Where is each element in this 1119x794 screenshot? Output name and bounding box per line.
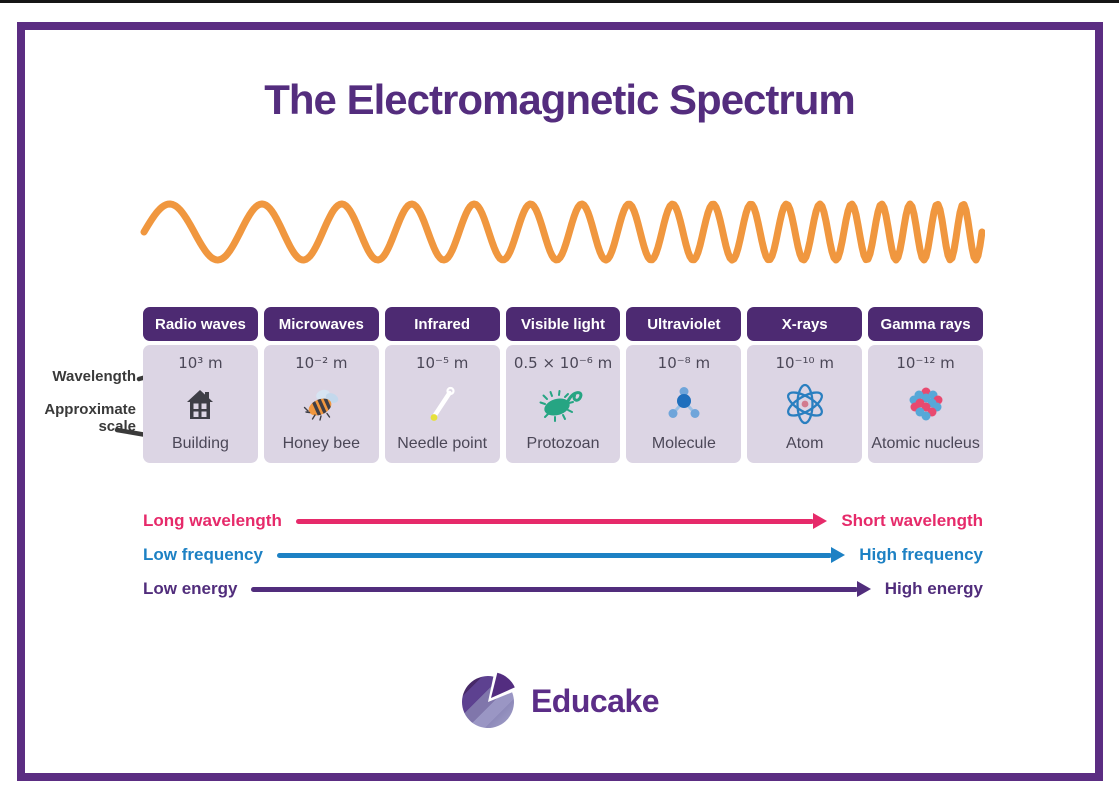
page-top-edge	[0, 0, 1119, 3]
band-scale: Atom	[786, 435, 824, 452]
band-body: 10⁻² m	[263, 345, 379, 463]
band-body: 10⁻¹² m	[868, 345, 984, 463]
band-radio-waves: Radio waves 10³ m Building	[143, 307, 258, 463]
protozoan-icon	[539, 389, 583, 422]
band-body: 10⁻⁸ m Molecule	[626, 345, 742, 463]
band-gamma-rays: Gamma rays 10⁻¹² m	[868, 307, 984, 463]
em-wave-path	[140, 200, 986, 264]
band-icon-slot	[424, 380, 460, 428]
band-header: X-rays	[747, 307, 863, 341]
band-scale: Molecule	[651, 435, 716, 452]
band-wavelength: 10⁻¹² m	[896, 354, 955, 372]
high-frequency-label: High frequency	[859, 545, 983, 564]
band-body: 10³ m Building	[143, 345, 258, 463]
band-name: Radio waves	[154, 315, 246, 333]
band-name: Microwaves	[278, 315, 364, 333]
educake-logo-text: Educake	[530, 682, 660, 719]
short-wavelength-label: Short wavelength	[841, 511, 983, 530]
low-energy-label: Low energy	[143, 579, 238, 598]
band-icon-slot	[782, 380, 828, 428]
band-visible-light: Visible light 0.5 × 10⁻⁶ m Protozoan	[505, 307, 621, 463]
band-scale: Protozoan	[526, 435, 600, 452]
band-icon-slot	[906, 380, 946, 428]
band-header: Gamma rays	[868, 307, 984, 341]
arrow-row-energy: Low energy High energy	[143, 579, 983, 599]
band-name: Infrared	[414, 315, 471, 333]
low-frequency-label: Low frequency	[143, 545, 263, 564]
band-wavelength: 10⁻² m	[295, 354, 348, 372]
poster-border	[17, 22, 1103, 781]
band-body: 10⁻¹⁰ m Atom	[747, 345, 863, 463]
band-scale: Needle point	[397, 435, 488, 452]
band-scale: Honey bee	[282, 435, 360, 452]
band-body: 0.5 × 10⁻⁶ m Protozoan	[505, 345, 621, 463]
band-name: X-rays	[781, 315, 828, 333]
band-name: Ultraviolet	[647, 315, 721, 333]
band-header: Visible light	[505, 307, 621, 341]
approximate-scale-annotation: Approximate scale	[28, 401, 136, 435]
high-energy-label: High energy	[884, 579, 983, 598]
band-scale: Atomic nucleus	[871, 435, 980, 452]
spectrum-table: Radio waves 10³ m Building	[143, 307, 984, 463]
band-icon-slot	[299, 380, 343, 428]
wavelength-annotation: Wavelength	[52, 368, 136, 385]
band-name: Visible light	[521, 315, 605, 333]
atom-icon	[786, 383, 823, 424]
page-title: The Electromagnetic Spectrum	[264, 76, 856, 123]
band-header: Infrared	[384, 307, 500, 341]
approximate-scale-line1: Approximate	[44, 401, 136, 418]
right-arrow-wavelength	[295, 518, 815, 524]
band-icon-slot	[182, 380, 218, 428]
molecule-icon	[668, 386, 700, 418]
educake-logo-icon	[461, 672, 515, 729]
building-icon	[187, 389, 214, 419]
arrow-row-frequency: Low frequency High frequency	[143, 545, 983, 565]
educake-logo: Educake	[0, 672, 1119, 730]
nucleus-icon	[909, 387, 943, 420]
band-wavelength: 10⁻⁸ m	[657, 354, 711, 372]
band-icon-slot	[664, 380, 704, 428]
band-header: Ultraviolet	[626, 307, 742, 341]
band-icon-slot	[538, 380, 588, 428]
long-wavelength-label: Long wavelength	[143, 511, 282, 530]
bee-icon	[304, 389, 339, 421]
band-wavelength: 0.5 × 10⁻⁶ m	[513, 354, 613, 372]
band-body: 10⁻⁵ m Needle point	[384, 345, 500, 463]
band-wavelength: 10⁻⁵ m	[415, 354, 469, 372]
em-wave	[140, 194, 986, 274]
em-wave-svg	[140, 200, 986, 264]
band-scale: Building	[171, 435, 229, 452]
approximate-scale-line2: scale	[98, 418, 136, 435]
band-wavelength: 10⁻¹⁰ m	[775, 354, 834, 372]
band-wavelength: 10³ m	[178, 354, 223, 372]
band-header: Microwaves	[263, 307, 379, 341]
band-name: Gamma rays	[880, 315, 971, 333]
band-header: Radio waves	[143, 307, 258, 341]
band-x-rays: X-rays 10⁻¹⁰ m Atom	[747, 307, 863, 463]
needle-icon	[430, 386, 455, 421]
right-arrow-frequency	[276, 552, 833, 558]
band-ultraviolet: Ultraviolet 10⁻⁸ m	[626, 307, 742, 463]
right-arrow-energy	[251, 586, 858, 592]
band-infrared: Infrared 10⁻⁵ m Needle point	[384, 307, 500, 463]
arrow-row-wavelength: Long wavelength Short wavelength	[143, 511, 983, 531]
band-microwaves: Microwaves 10⁻² m	[263, 307, 379, 463]
